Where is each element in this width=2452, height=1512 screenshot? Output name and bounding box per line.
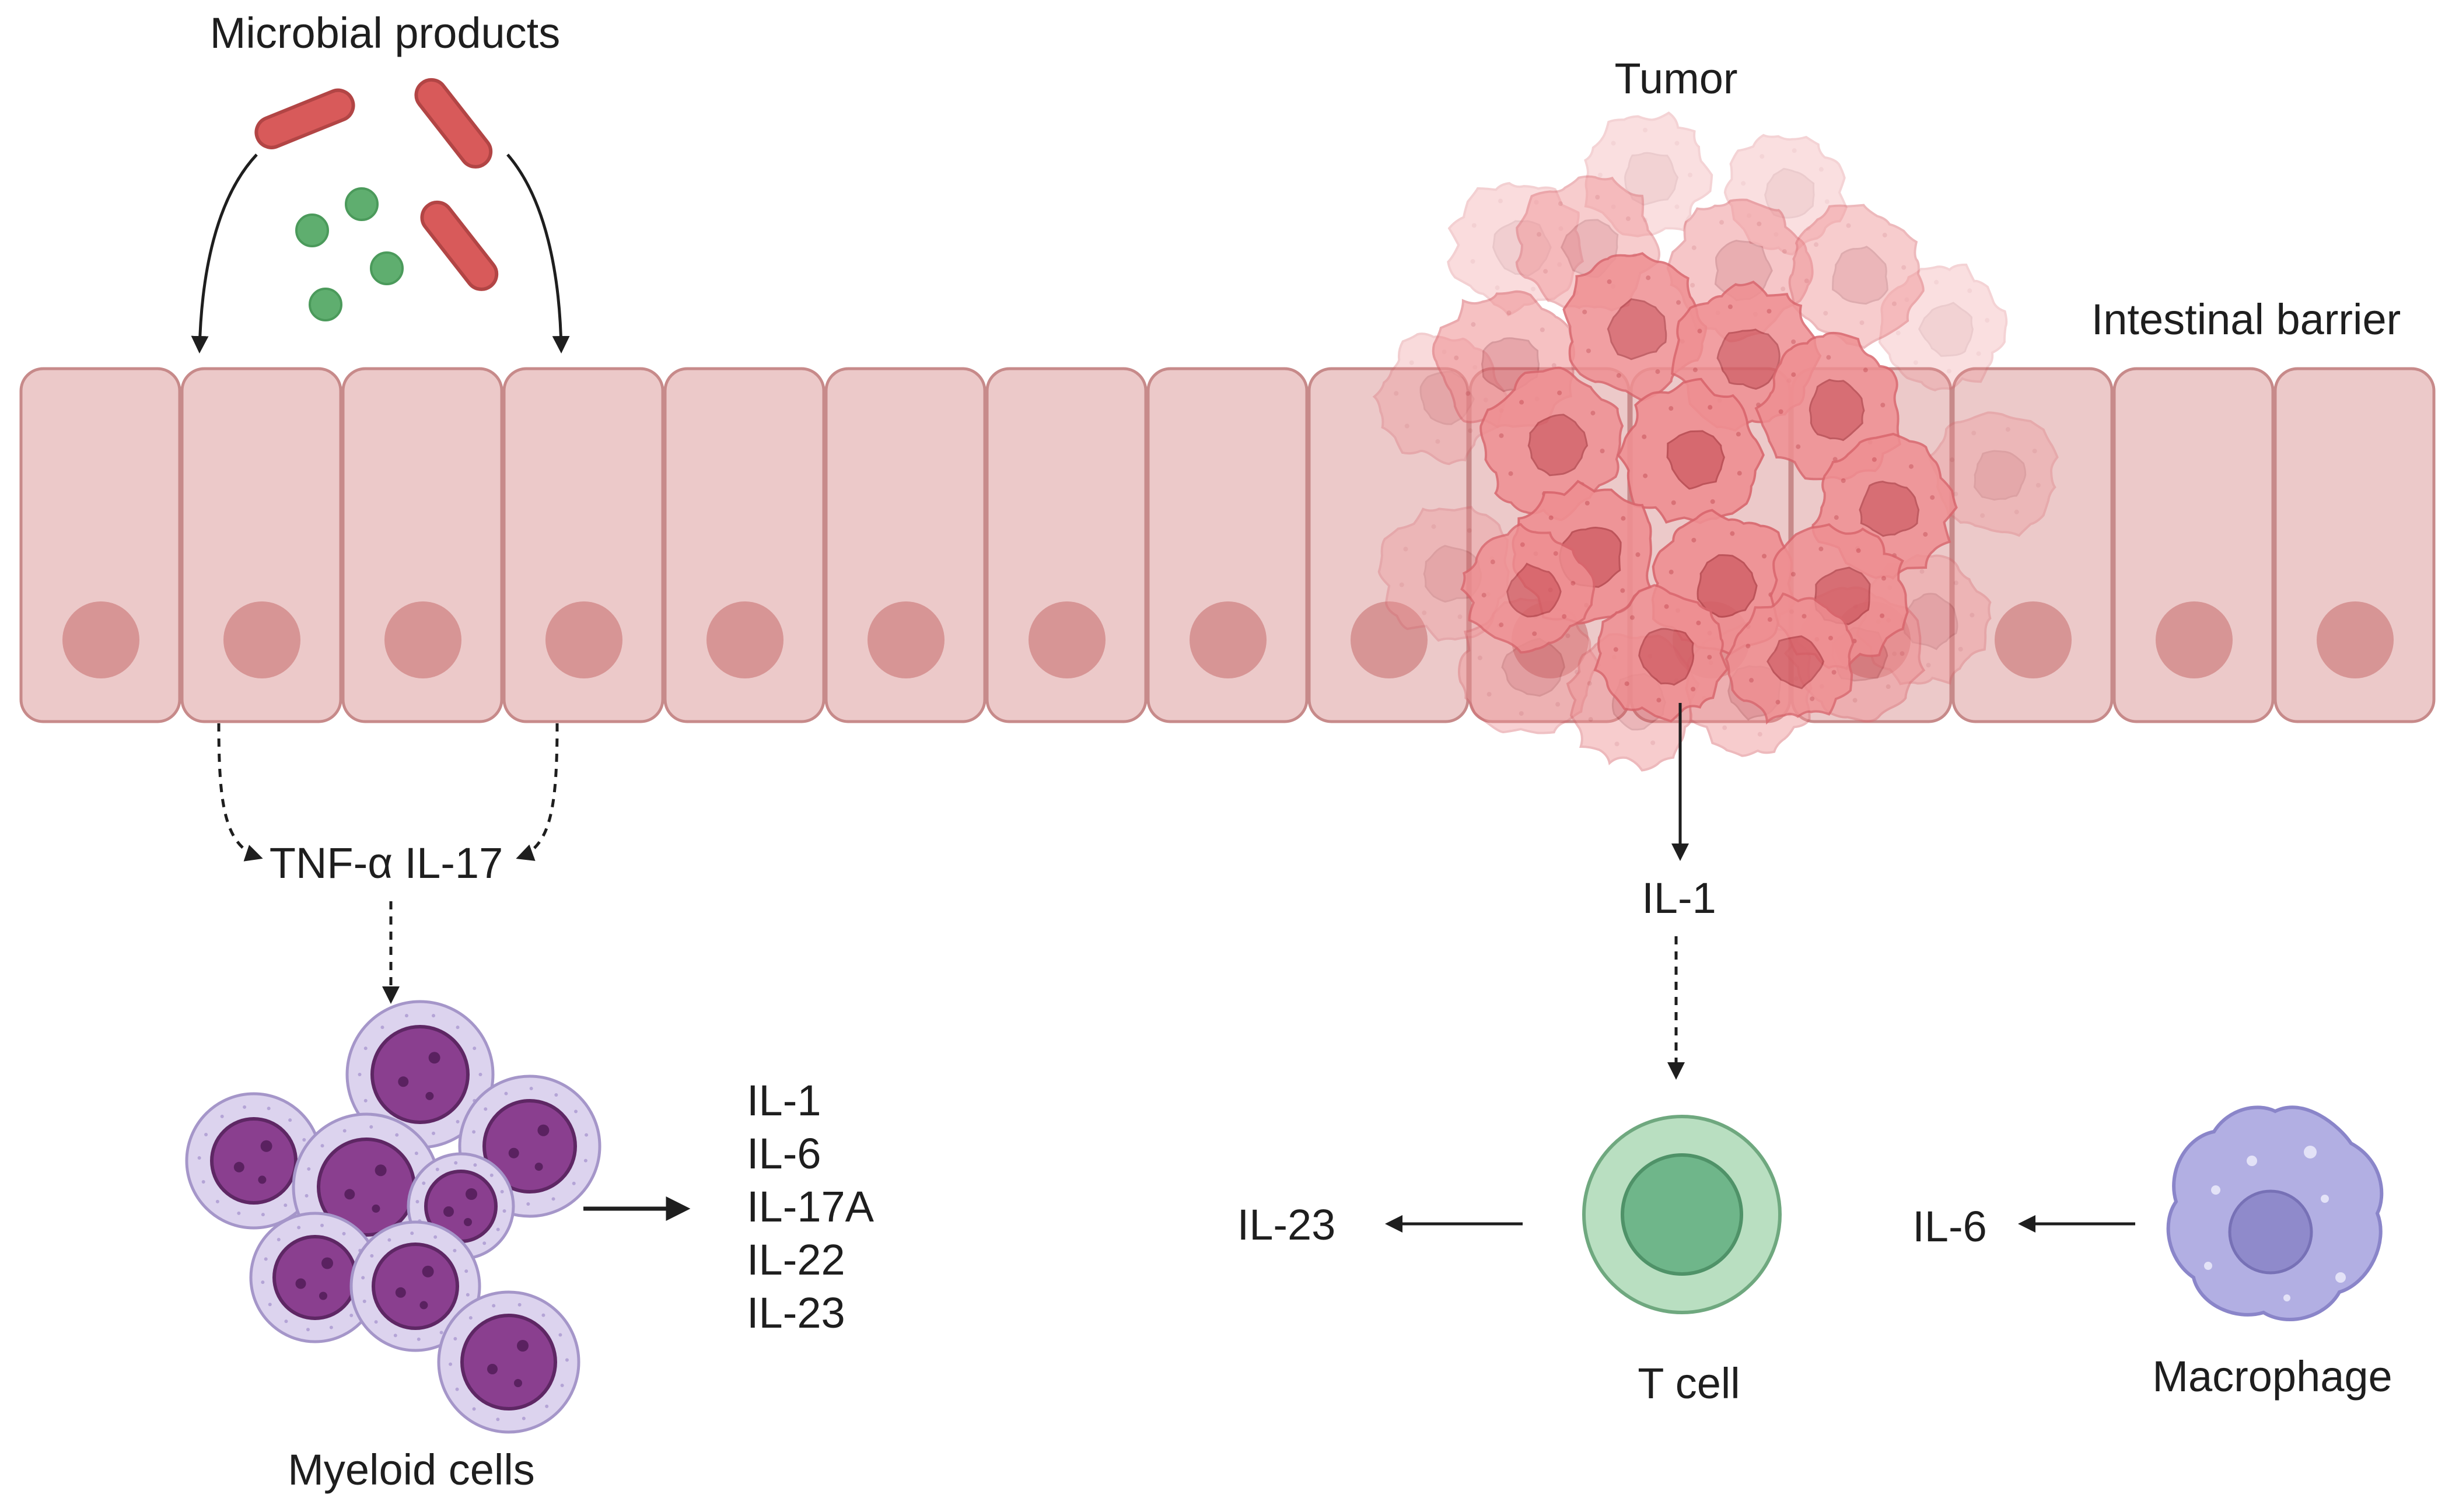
t-cell-label: T cell [1638,1359,1740,1408]
myeloid-output-item: IL-6 [747,1129,821,1178]
tumor-cell [1584,111,1713,237]
tumor-cell [1562,252,1708,402]
myeloid-cell [437,1290,580,1434]
bacteria-coccus [370,251,404,285]
myeloid-output-item: IL-17A [747,1182,875,1231]
myeloid-cell-cluster [185,1000,601,1434]
epithelial-cell [1307,367,1470,723]
epithelial-cell [180,367,342,723]
myeloid-output-item: IL-23 [747,1289,845,1337]
macrophage [2166,1105,2384,1322]
myeloid-cells-label: Myeloid cells [288,1446,535,1494]
tumor-cell [1878,263,2008,391]
intestinal-epithelium [19,367,2436,723]
tumor-cluster [1372,111,2059,772]
tumor-cell [1460,523,1596,654]
tumor-cell [1725,592,1855,725]
epithelial-cell [985,367,1148,723]
bacteria-coccus [309,288,342,321]
il1-tumor-label: IL-1 [1642,874,1716,922]
myeloid-cell [249,1212,381,1343]
epithelial-cell [2273,367,2436,723]
tumor-cell [1447,182,1584,317]
myeloid-output-list: IL-1 IL-6 IL-17A IL-22 IL-23 [747,1076,875,1337]
myeloid-cell [349,1220,481,1352]
tumor-cell [1788,204,1925,349]
bacteria-rod [414,78,493,169]
arrow-barrier-to-tnf-left [217,723,263,862]
epithelial-cell [19,367,181,723]
tnf-il17-label: TNF-α IL-17 [270,839,503,887]
epithelial-cell [502,367,664,723]
myeloid-cell [185,1092,323,1230]
epithelial-cell [2112,367,2275,723]
tumor-label: Tumor [1614,54,1737,103]
arrow-microbial-right [506,153,570,354]
arrow-barrier-to-tnf-right [516,723,559,861]
tumor-cell [1928,411,2059,537]
macrophage-label: Macrophage [2152,1352,2392,1401]
arrow-microbial-left [191,153,258,354]
epithelial-cell [663,367,826,723]
epithelial-cell [824,367,987,723]
intestinal-barrier-label: Intestinal barrier [2091,295,2401,344]
tumor-cell [1616,377,1765,524]
tumor-cell [1593,584,1729,723]
bacteria-rod [254,88,355,149]
epithelial-cell [341,367,503,723]
myeloid-output-item: IL-22 [747,1236,845,1284]
myeloid-cell [345,1000,495,1149]
epithelial-cell [1146,367,1309,723]
t-cell [1582,1115,1782,1314]
tcell-output-label: IL-23 [1237,1200,1336,1249]
bacteria-coccus [295,214,329,247]
bacteria-rod [420,200,499,291]
epithelial-cell [1951,367,2114,723]
bacteria-coccus [345,187,379,221]
macrophage-output-label: IL-6 [1912,1202,1987,1251]
myeloid-output-item: IL-1 [747,1076,821,1125]
microbial-products [254,78,499,321]
microbial-products-label: Microbial products [210,9,560,57]
